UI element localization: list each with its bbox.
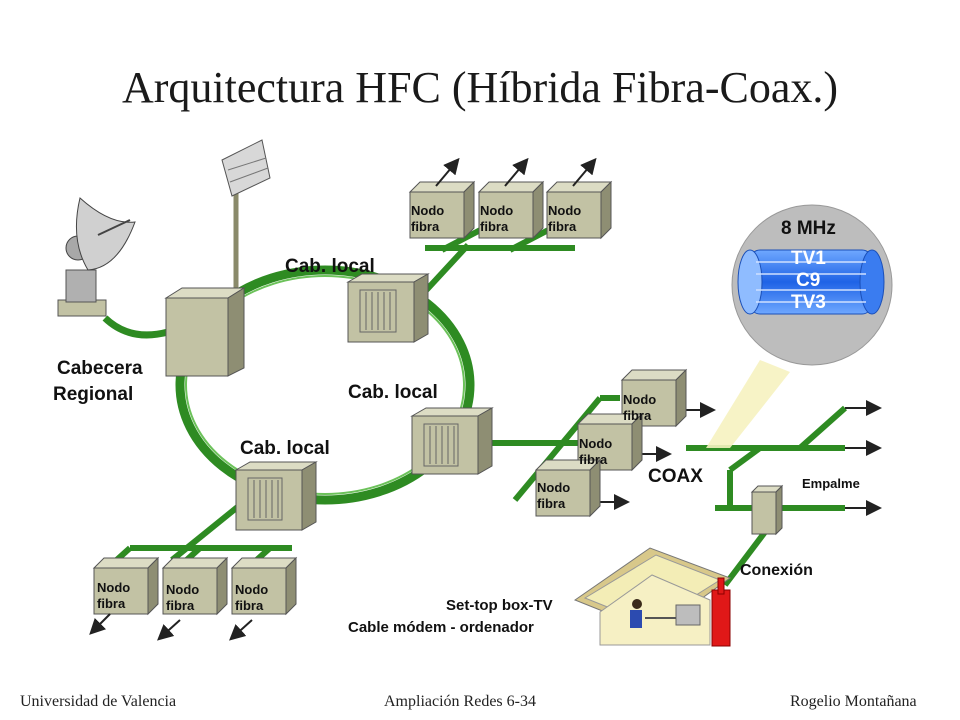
- local-headend-label-1: Cab. local: [285, 256, 375, 277]
- page-title: Arquitectura HFC (Híbrida Fibra-Coax.): [121, 63, 839, 112]
- house-icon: [573, 547, 732, 646]
- fiber-node-right-3: [534, 458, 602, 518]
- headend-label-line-2: Regional: [53, 384, 134, 405]
- antenna-icon: [221, 139, 271, 292]
- coax-cable-bundle-icon: [737, 249, 885, 315]
- footer-right: Rogelio Montañana: [790, 693, 917, 710]
- footer-left: Universidad de Valencia: [20, 693, 177, 710]
- local-headend-label-3: Cab. local: [240, 438, 330, 459]
- home-devices-label-1: Set-top box-TV: [446, 597, 553, 614]
- connection-label: Conexión: [740, 562, 813, 579]
- fiber-node-top-2: [477, 180, 545, 240]
- coax-outputs: [600, 400, 882, 516]
- fiber-node-top-1: [408, 180, 476, 240]
- fiber-node-top-3: [545, 180, 613, 240]
- house-connector: [711, 577, 731, 647]
- coax-network: [686, 405, 847, 587]
- headend-label-line-1: Cabecera: [57, 358, 143, 379]
- dish-feed-cable: [102, 315, 169, 339]
- fiber-node-bottom-1: [92, 556, 160, 616]
- home-devices-label-2: Cable módem - ordenador: [348, 619, 534, 636]
- channel-callout: [706, 204, 893, 448]
- coax-label: COAX: [648, 466, 703, 487]
- channel-label-1: TV1: [791, 248, 826, 269]
- local-headend-box-2: [410, 407, 494, 475]
- local-headend-label-2: Cab. local: [348, 382, 438, 403]
- fiber-node-top-arrows: [435, 157, 597, 187]
- fiber-node-bottom-2: [161, 556, 229, 616]
- splice-box: [750, 484, 784, 536]
- fiber-ring-highlight: [185, 275, 465, 495]
- splice-label: Empalme: [802, 476, 860, 491]
- regional-headend-box: [164, 287, 246, 377]
- local-headend-box-1: [346, 273, 430, 343]
- fiber-node-bottom-arrows: [89, 613, 253, 641]
- fiber-node-right-1: [620, 368, 688, 428]
- fiber-ring: [175, 265, 475, 505]
- local-headend-box-3: [234, 461, 318, 531]
- satellite-dish-icon: [57, 197, 136, 317]
- channel-label-2: C9: [796, 270, 821, 291]
- bandwidth-label: 8 MHz: [781, 218, 836, 239]
- fiber-node-bottom-3: [230, 556, 298, 616]
- channel-label-3: TV3: [791, 292, 826, 313]
- footer-center: Ampliación Redes 6-34: [384, 693, 536, 710]
